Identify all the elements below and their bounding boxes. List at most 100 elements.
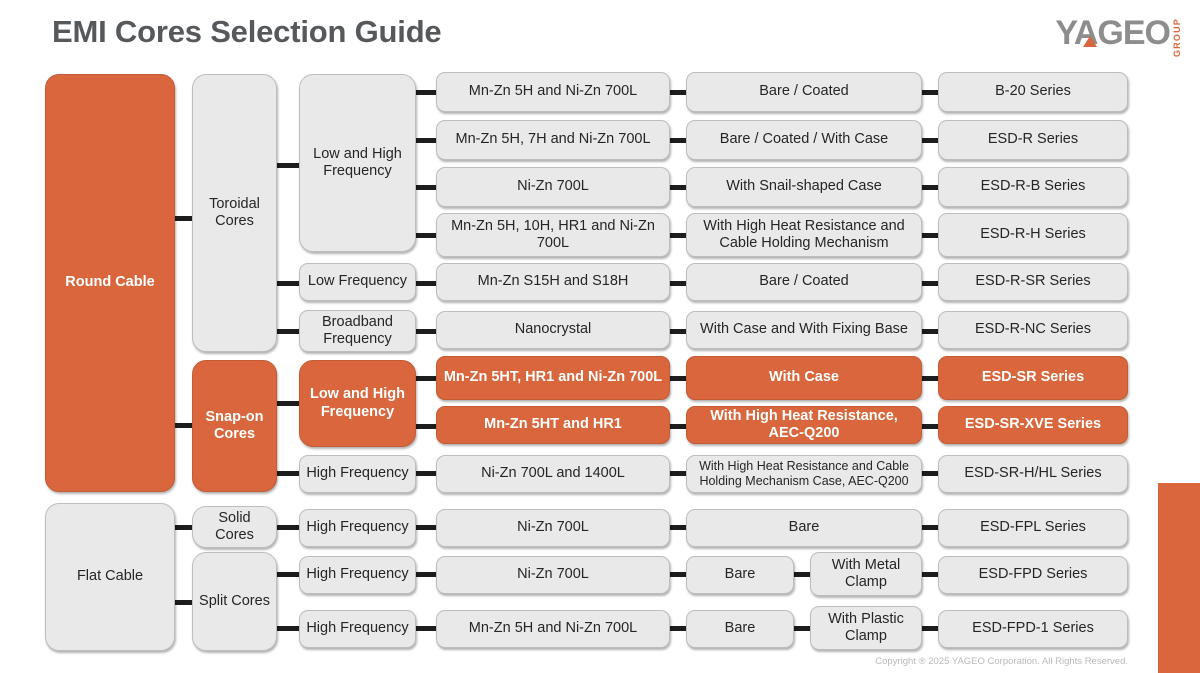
series-box[interactable]: B-20 Series [938,72,1128,112]
material-label: Ni-Zn 700L [517,519,589,536]
series-box[interactable]: ESD-SR-XVE Series [938,406,1128,444]
connector [416,525,436,530]
cable-type-flat-cable[interactable]: Flat Cable [45,503,175,651]
frequency-toroidal-broadband[interactable]: Broadband Frequency [299,310,416,352]
logo-group-label: GROUP [1172,18,1182,58]
series-box[interactable]: ESD-R-SR Series [938,263,1128,301]
series-box[interactable]: ESD-FPL Series [938,509,1128,547]
frequency-flat-split-high-2-label: High Frequency [306,620,409,637]
frequency-flat-split-high-1-label: High Frequency [306,566,409,583]
connector [922,471,938,476]
series-label: ESD-FPD Series [978,566,1088,583]
logo-wordmark-text: YAGEO [1055,14,1171,52]
page-title: EMI Cores Selection Guide [52,14,442,49]
construction-box[interactable]: Bare / Coated [686,72,922,112]
construction-box[interactable]: With High Heat Resistance, AEC-Q200 [686,406,922,444]
material-label: Nanocrystal [514,321,592,338]
core-type-toroidal-cores[interactable]: Toroidal Cores [192,74,277,352]
construction-box[interactable]: Bare / Coated [686,263,922,301]
frequency-flat-split-high-1[interactable]: High Frequency [299,556,416,594]
clamp-label: With Metal Clamp [831,556,901,590]
series-label: ESD-FPD-1 Series [972,620,1094,637]
series-label: ESD-R-SR Series [975,273,1091,290]
material-box[interactable]: Mn-Zn 5H, 7H and Ni-Zn 700L [436,120,670,160]
connector [922,138,938,143]
series-box[interactable]: ESD-R-NC Series [938,311,1128,349]
material-box[interactable]: Mn-Zn 5H, 10H, HR1 and Ni-Zn 700L [436,213,670,257]
core-type-snap-on-cores-label: Snap-on Cores [205,408,264,442]
core-type-solid-cores[interactable]: Solid Cores [192,506,277,548]
clamp-box[interactable]: With Metal Clamp [810,552,922,596]
material-box[interactable]: Mn-Zn 5H and Ni-Zn 700L [436,610,670,648]
material-box[interactable]: Mn-Zn 5HT, HR1 and Ni-Zn 700L [436,356,670,400]
construction-box[interactable]: With Case and With Fixing Base [686,311,922,349]
material-box[interactable]: Nanocrystal [436,311,670,349]
connector [670,525,686,530]
connector [922,626,938,631]
frequency-flat-split-high-2[interactable]: High Frequency [299,610,416,648]
clamp-label: With Plastic Clamp [828,610,904,644]
series-box[interactable]: ESD-SR-H/HL Series [938,455,1128,493]
connector [922,185,938,190]
construction-box[interactable]: Bare / Coated / With Case [686,120,922,160]
construction-box[interactable]: With High Heat Resistance and Cable Hold… [686,455,922,493]
material-box[interactable]: Ni-Zn 700L [436,167,670,207]
connector [794,572,810,577]
connector [416,329,436,334]
construction-box[interactable]: With Snail-shaped Case [686,167,922,207]
frequency-snapon-low-and-high[interactable]: Low and High Frequency [299,360,416,447]
construction-label: Bare [724,566,756,583]
connector [670,233,686,238]
material-label: Mn-Zn 5H and Ni-Zn 700L [468,83,638,100]
construction-box[interactable]: Bare [686,610,794,648]
series-box[interactable]: ESD-FPD Series [938,556,1128,594]
series-box[interactable]: ESD-SR Series [938,356,1128,400]
material-box[interactable]: Mn-Zn S15H and S18H [436,263,670,301]
connector [922,233,938,238]
series-box[interactable]: ESD-FPD-1 Series [938,610,1128,648]
connector [416,185,436,190]
series-label: ESD-R Series [987,131,1079,148]
construction-label: Bare / Coated [759,273,849,290]
frequency-snapon-high[interactable]: High Frequency [299,455,416,493]
clamp-box[interactable]: With Plastic Clamp [810,606,922,650]
construction-label: Bare [788,519,820,536]
connector [277,471,299,476]
connector [670,471,686,476]
series-label: ESD-SR Series [981,369,1085,386]
frequency-toroidal-low[interactable]: Low Frequency [299,263,416,301]
series-label: ESD-FPL Series [980,519,1086,536]
material-box[interactable]: Mn-Zn 5HT and HR1 [436,406,670,444]
construction-box[interactable]: Bare [686,556,794,594]
connector [416,281,436,286]
core-type-split-cores-label: Split Cores [199,592,270,609]
construction-box[interactable]: Bare [686,509,922,547]
frequency-toroidal-low-and-high-label: Low and High Frequency [313,145,402,179]
connector [416,572,436,577]
cable-type-round-cable[interactable]: Round Cable [45,74,175,492]
material-box[interactable]: Mn-Zn 5H and Ni-Zn 700L [436,72,670,112]
construction-box[interactable]: With High Heat Resistance and Cable Hold… [686,213,922,257]
frequency-toroidal-low-and-high[interactable]: Low and High Frequency [299,74,416,252]
series-box[interactable]: ESD-R-H Series [938,213,1128,257]
material-label: Mn-Zn 5H, 10H, HR1 and Ni-Zn 700L [451,217,655,251]
connector [922,424,938,429]
material-label: Mn-Zn 5HT, HR1 and Ni-Zn 700L [443,369,663,386]
core-type-solid-cores-label: Solid Cores [215,509,254,543]
series-box[interactable]: ESD-R Series [938,120,1128,160]
connector [670,626,686,631]
core-type-split-cores[interactable]: Split Cores [192,552,277,651]
logo-wordmark: YAGEO [1055,14,1171,52]
series-label: ESD-SR-H/HL Series [964,465,1102,482]
copyright-notice: Copyright ® 2025 YAGEO Corporation. All … [875,656,1128,667]
connector [416,138,436,143]
construction-box[interactable]: With Case [686,356,922,400]
material-box[interactable]: Ni-Zn 700L [436,509,670,547]
core-type-snap-on-cores[interactable]: Snap-on Cores [192,360,277,492]
yageo-logo: YAGEO GROUP [1055,14,1182,58]
series-box[interactable]: ESD-R-B Series [938,167,1128,207]
frequency-flat-solid-high[interactable]: High Frequency [299,509,416,547]
material-box[interactable]: Ni-Zn 700L and 1400L [436,455,670,493]
material-box[interactable]: Ni-Zn 700L [436,556,670,594]
connector [670,329,686,334]
